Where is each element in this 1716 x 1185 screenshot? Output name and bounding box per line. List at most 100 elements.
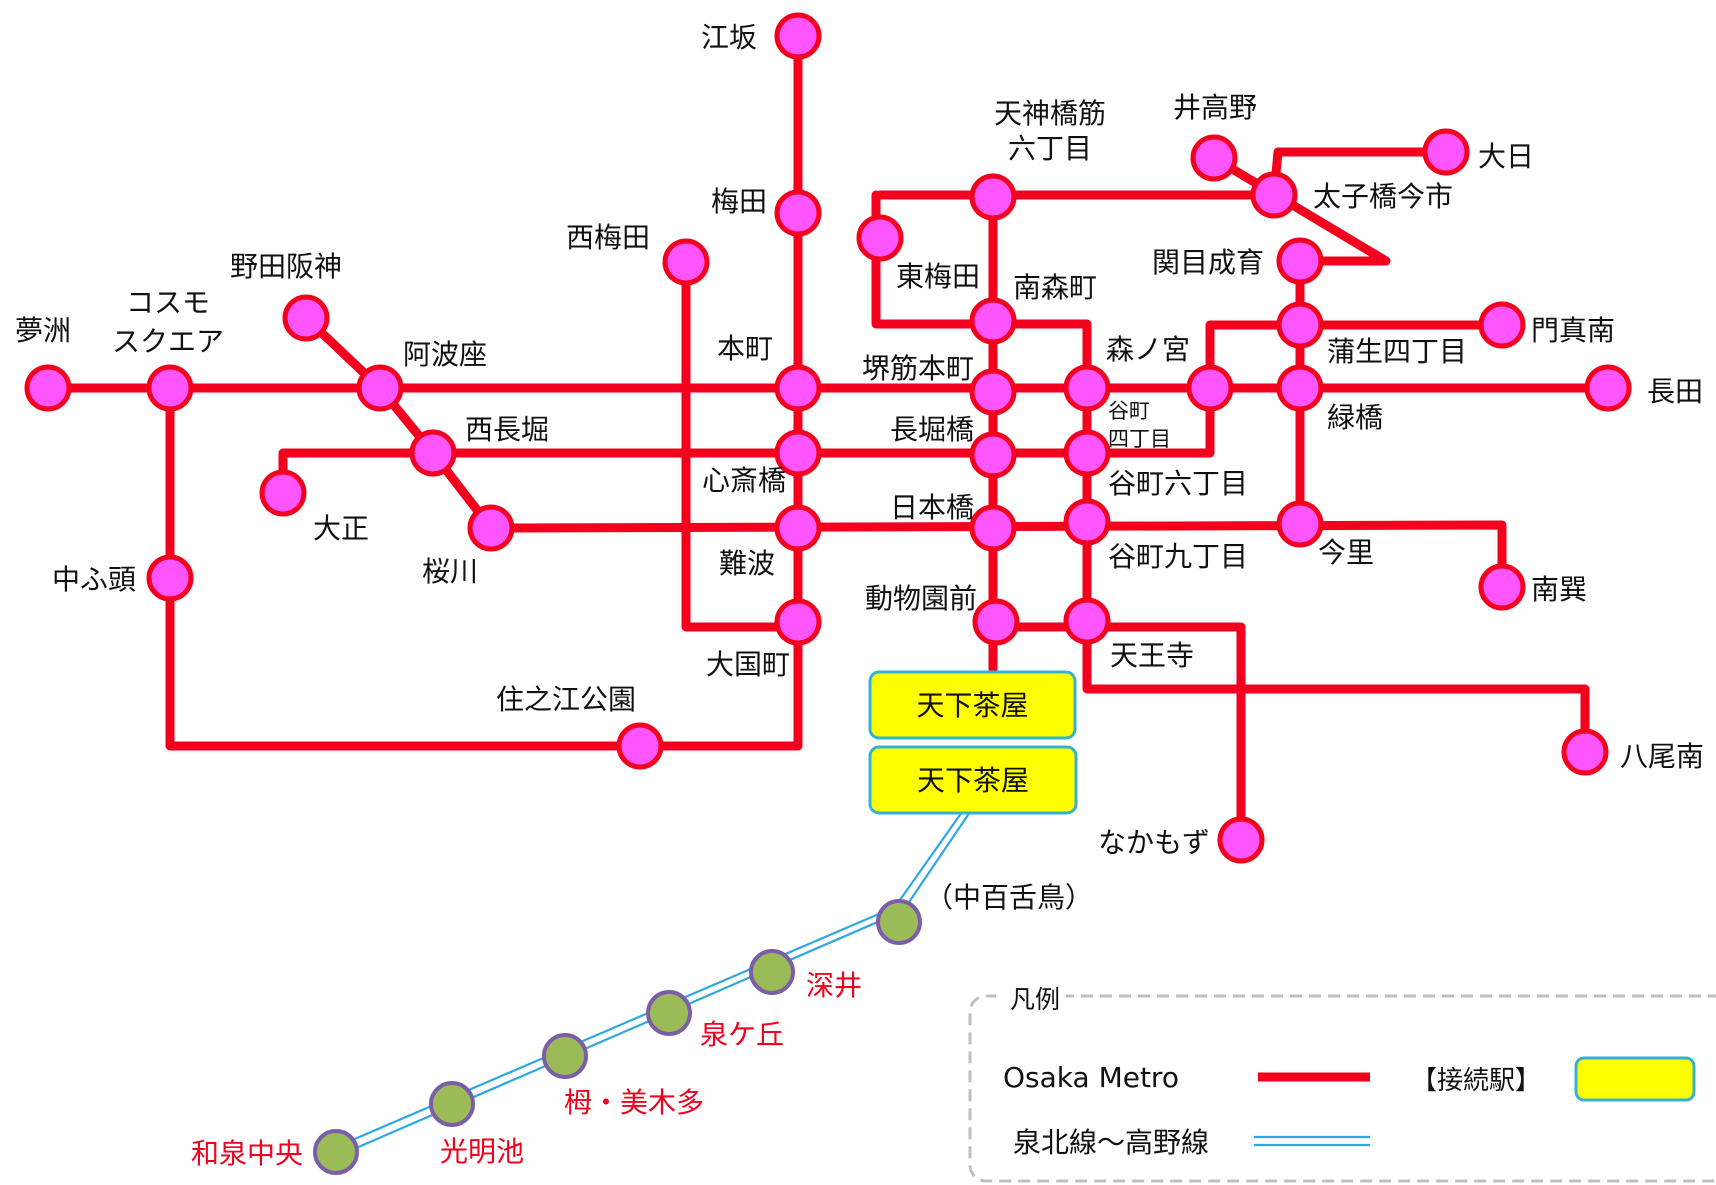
station-tanimachi9[interactable]: 谷町九丁目 <box>1063 498 1248 573</box>
station-ikaino[interactable]: 井高野 <box>1173 91 1257 182</box>
station-marker[interactable] <box>616 722 664 770</box>
station-sekime[interactable]: 関目成育 <box>1152 237 1324 285</box>
station-marker[interactable] <box>662 238 710 286</box>
station-nagata[interactable]: 長田 <box>1584 364 1703 412</box>
station-minamimorimachi[interactable]: 南森町 <box>969 271 1097 345</box>
station-shinsaibashi[interactable]: 心斎橋 <box>702 429 822 497</box>
station-marker[interactable] <box>1276 500 1324 548</box>
station-dainichi[interactable]: 大日 <box>1422 128 1534 176</box>
interchange-box[interactable] <box>868 745 1078 815</box>
legend-semboku-label: 泉北線～高野線 <box>1013 1126 1209 1159</box>
station-marker[interactable] <box>774 504 822 552</box>
station-sakaisuji[interactable]: 堺筋本町 <box>862 352 1017 416</box>
station-marker[interactable] <box>774 364 822 412</box>
station-tenjinbashi[interactable]: 天神橋筋六丁目 <box>969 97 1106 221</box>
station-marker[interactable] <box>856 214 904 262</box>
interchange-tengachaya_nankai[interactable]: 天下茶屋 <box>868 745 1078 815</box>
station-marker[interactable] <box>24 364 72 412</box>
station-tanimachi6[interactable]: 谷町六丁目 <box>1063 429 1248 500</box>
station-nakamozu_sb[interactable]: （中百舌鳥） <box>876 881 1093 945</box>
station-taisho[interactable]: 大正 <box>259 469 369 545</box>
station-namba[interactable]: 難波 <box>719 504 822 580</box>
station-suminoe[interactable]: 住之江公園 <box>496 683 664 770</box>
station-nakamozu[interactable]: なかもず <box>1098 816 1265 864</box>
station-label: 谷町九丁目 <box>1108 540 1248 573</box>
station-gamo[interactable]: 蒲生四丁目 <box>1276 301 1467 368</box>
station-marker[interactable] <box>876 899 922 945</box>
station-nippombashi[interactable]: 日本橋 <box>890 491 1017 552</box>
station-nakafuto[interactable]: 中ふ頭 <box>52 554 194 602</box>
station-cosmo[interactable]: コスモスクエア <box>112 286 224 412</box>
station-nishinagahori[interactable]: 西長堀 <box>409 413 549 477</box>
station-marker[interactable] <box>1063 498 1111 546</box>
station-kadomaminami[interactable]: 門真南 <box>1478 301 1615 349</box>
station-marker[interactable] <box>282 294 330 342</box>
station-izumichuo[interactable]: 和泉中央 <box>191 1129 359 1175</box>
station-toga[interactable]: 栂・美木多 <box>542 1033 704 1119</box>
station-marker[interactable] <box>409 429 457 477</box>
station-sakuragawa[interactable]: 桜川 <box>422 504 515 588</box>
station-higashiumeda[interactable]: 東梅田 <box>856 214 980 293</box>
station-tanimachi4[interactable]: 谷町四丁目 <box>1063 364 1171 451</box>
station-taishibashi[interactable]: 太子橋今市 <box>1250 171 1453 219</box>
station-marker[interactable] <box>146 554 194 602</box>
station-marker[interactable] <box>1584 364 1632 412</box>
station-marker[interactable] <box>146 364 194 412</box>
station-marker[interactable] <box>1478 301 1526 349</box>
station-marker[interactable] <box>313 1129 359 1175</box>
station-marker[interactable] <box>467 504 515 552</box>
station-marker[interactable] <box>774 189 822 237</box>
station-nishiumeda[interactable]: 西梅田 <box>566 221 710 286</box>
station-marker[interactable] <box>969 173 1017 221</box>
station-marker[interactable] <box>1186 364 1234 412</box>
station-marker[interactable] <box>646 990 692 1036</box>
station-marker[interactable] <box>1217 816 1265 864</box>
station-marker[interactable] <box>972 598 1020 646</box>
station-daikokucho[interactable]: 大国町 <box>706 598 822 681</box>
station-yaominami[interactable]: 八尾南 <box>1561 728 1704 776</box>
station-fukai[interactable]: 深井 <box>749 949 862 1002</box>
station-marker[interactable] <box>1250 171 1298 219</box>
station-marker[interactable] <box>969 297 1017 345</box>
station-marker[interactable] <box>1276 364 1324 412</box>
station-awaza[interactable]: 阿波座 <box>356 338 487 412</box>
station-komyoike[interactable]: 光明池 <box>429 1081 524 1168</box>
station-tennoji[interactable]: 天王寺 <box>1063 597 1194 672</box>
station-marker[interactable] <box>1063 429 1111 477</box>
station-marker[interactable] <box>356 364 404 412</box>
station-imazato[interactable]: 今里 <box>1276 500 1374 569</box>
station-marker[interactable] <box>774 429 822 477</box>
station-honmachi[interactable]: 本町 <box>717 332 822 412</box>
station-midoribashi[interactable]: 緑橋 <box>1276 364 1383 434</box>
station-izumigaoka[interactable]: 泉ケ丘 <box>646 990 784 1051</box>
station-marker[interactable] <box>774 598 822 646</box>
station-marker[interactable] <box>1190 134 1238 182</box>
station-yumeshima[interactable]: 夢洲 <box>15 314 72 412</box>
station-esaka[interactable]: 江坂 <box>701 12 822 60</box>
station-marker[interactable] <box>1276 301 1324 349</box>
station-marker[interactable] <box>969 431 1017 479</box>
interchange-box[interactable] <box>868 670 1077 740</box>
station-marker[interactable] <box>542 1033 588 1079</box>
station-nagahoribashi[interactable]: 長堀橋 <box>890 413 1017 479</box>
station-marker[interactable] <box>969 368 1017 416</box>
station-label: コスモスクエア <box>112 286 224 358</box>
station-morinomiya[interactable]: 森ノ宮 <box>1106 333 1234 412</box>
station-umeda[interactable]: 梅田 <box>711 185 822 237</box>
station-marker[interactable] <box>1561 728 1609 776</box>
station-marker[interactable] <box>1478 563 1526 611</box>
station-dobutsuen[interactable]: 動物園前 <box>865 582 1020 646</box>
station-marker[interactable] <box>969 504 1017 552</box>
station-marker[interactable] <box>1422 128 1470 176</box>
station-marker[interactable] <box>1063 364 1111 412</box>
station-marker[interactable] <box>1063 597 1111 645</box>
station-marker[interactable] <box>774 12 822 60</box>
station-marker[interactable] <box>1276 237 1324 285</box>
station-noda[interactable]: 野田阪神 <box>230 250 342 342</box>
station-marker[interactable] <box>259 469 307 517</box>
station-minamitatsumi[interactable]: 南巽 <box>1478 563 1587 611</box>
station-marker[interactable] <box>749 949 795 995</box>
interchange-tengachaya_metro[interactable]: 天下茶屋 <box>868 670 1077 740</box>
legend-title: 凡例 <box>1010 985 1060 1014</box>
station-marker[interactable] <box>429 1081 475 1127</box>
